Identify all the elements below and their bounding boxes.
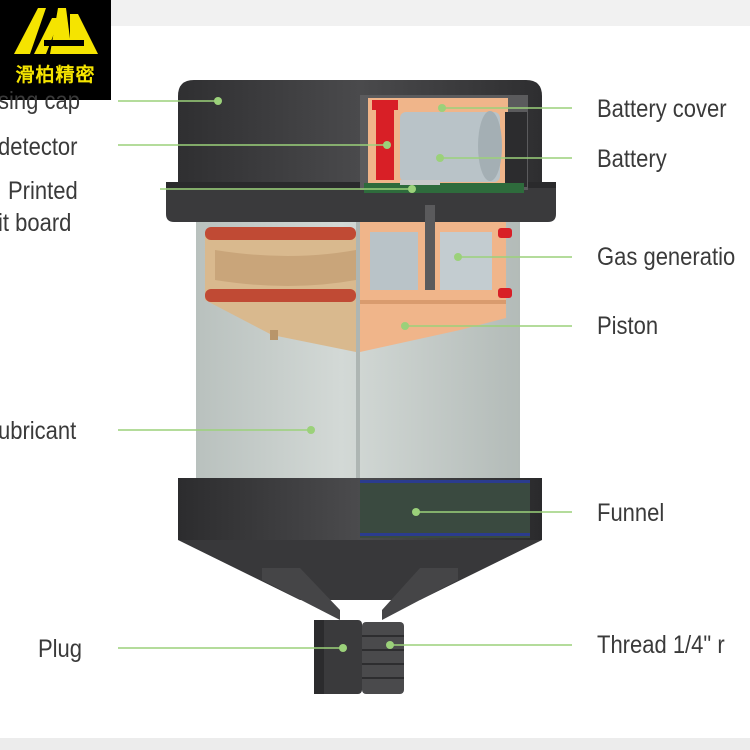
gas-generation-cell (360, 205, 512, 300)
cap-cutaway (360, 95, 528, 193)
label-plug: Plug (38, 635, 83, 663)
brand-logo: 滑柏精密 (0, 0, 111, 100)
label-pcb-line2: it board (0, 209, 72, 237)
label-piston: Piston (597, 312, 659, 340)
bottom-band (0, 738, 750, 750)
logo-text: 滑柏精密 (15, 64, 96, 86)
label-battery: Battery (597, 145, 667, 173)
label-funnel: Funnel (597, 499, 665, 527)
thread (362, 622, 404, 694)
leader-lines (118, 100, 572, 649)
marker-dots (214, 97, 462, 652)
label-lubricant: ubricant (0, 417, 77, 445)
label-detector: detector (0, 133, 78, 161)
label-thread: Thread 1/4" r (597, 631, 725, 659)
bellows (205, 227, 356, 352)
label-gas-generation: Gas generatio (597, 243, 736, 271)
top-band (0, 0, 750, 26)
logo-mark-icon (14, 8, 98, 54)
label-pcb-line1: Printed (8, 177, 78, 205)
funnel (178, 478, 542, 620)
plug (314, 620, 362, 694)
label-housing-cap: sing cap (0, 87, 80, 115)
label-battery-cover: Battery cover (597, 95, 727, 123)
